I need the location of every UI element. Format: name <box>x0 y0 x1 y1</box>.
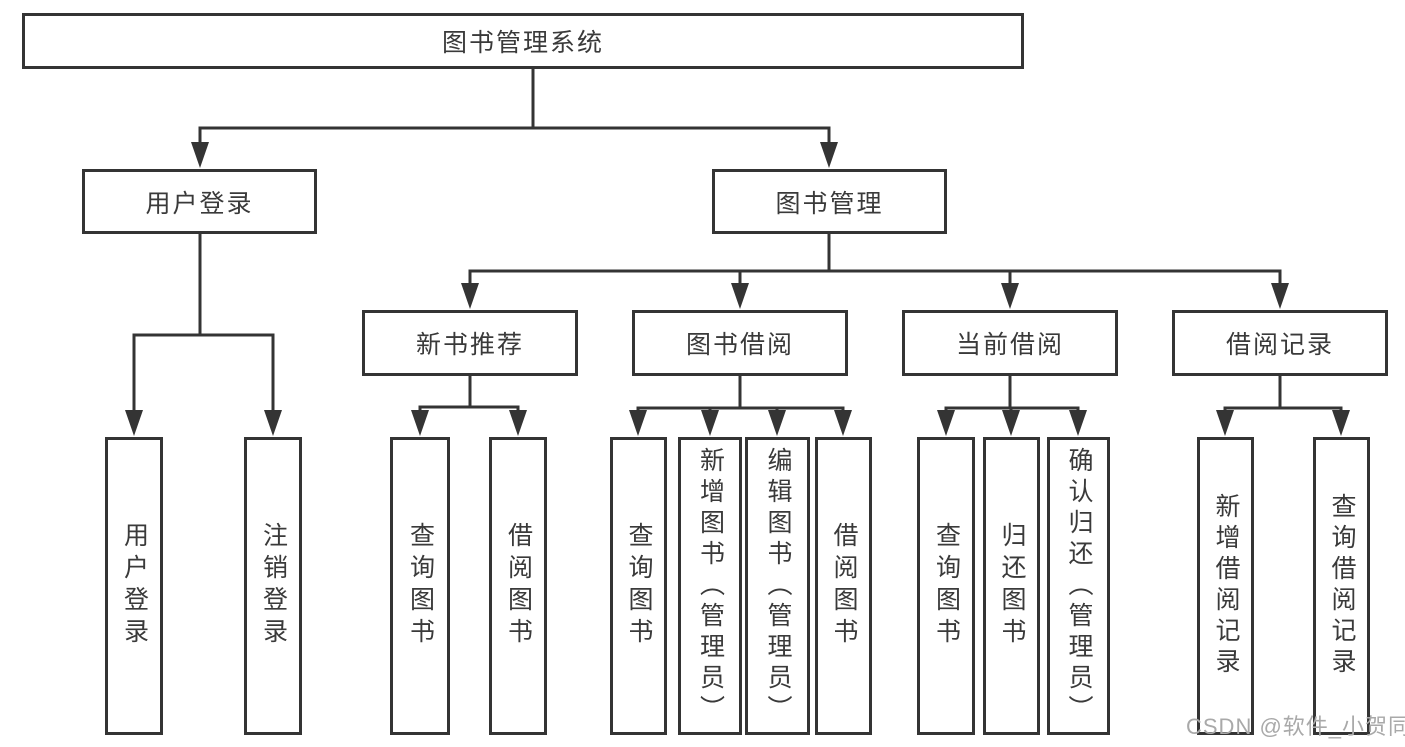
leaf-query-books-box-2: 查询图书 <box>610 437 667 735</box>
leaf-add-borrow-record-box: 新增借阅记录 <box>1197 437 1254 735</box>
csdn-watermark: CSDN @软件_小贺同学 <box>1186 714 1405 739</box>
leaf-logout-box: 注销登录 <box>244 437 302 735</box>
leaf-borrow-books-box-1: 借阅图书 <box>489 437 547 735</box>
system-root-box: 图书管理系统 <box>22 13 1024 69</box>
borrow-record-box: 借阅记录 <box>1172 310 1388 376</box>
leaf-add-books-admin-box: 新增图书（管理员） <box>678 437 742 735</box>
leaf-edit-books-admin-box: 编辑图书（管理员） <box>745 437 810 735</box>
leaf-query-books-box-1: 查询图书 <box>390 437 450 735</box>
leaf-query-books-box-3: 查询图书 <box>917 437 975 735</box>
leaf-query-borrow-record-box: 查询借阅记录 <box>1313 437 1370 735</box>
leaf-user-login-box: 用户登录 <box>105 437 163 735</box>
leaf-return-books-box: 归还图书 <box>983 437 1040 735</box>
user-login-box: 用户登录 <box>82 169 317 234</box>
book-borrow-box: 图书借阅 <box>632 310 848 376</box>
book-management-box: 图书管理 <box>712 169 947 234</box>
arrowheads <box>125 142 1350 436</box>
leaf-borrow-books-box-2: 借阅图书 <box>815 437 872 735</box>
leaf-confirm-return-admin-box: 确认归还（管理员） <box>1047 437 1110 735</box>
current-borrow-box: 当前借阅 <box>902 310 1118 376</box>
new-book-recommend-box: 新书推荐 <box>362 310 578 376</box>
